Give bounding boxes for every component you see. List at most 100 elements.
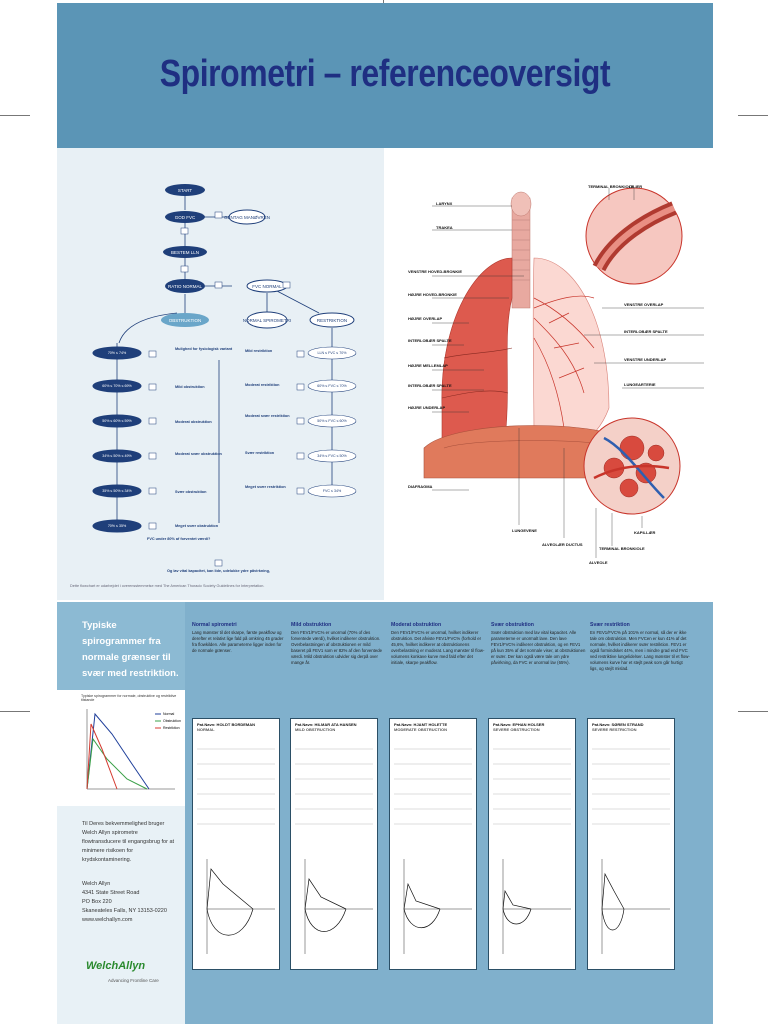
report-type: SEVERE OBSTRUCTION [493, 727, 540, 732]
flow-right-box: 50% ≤ FVC ≤ 60% [317, 419, 347, 423]
flow-start: START [178, 188, 193, 193]
lung-label: VENSTRE HOVED-BRONKIE [408, 269, 462, 274]
lung-label: TERMINAL BRONKIOLE [599, 546, 645, 551]
column-text: Svær obstruktion med lav vital kapacitet… [491, 630, 586, 665]
crop-mark [0, 115, 30, 116]
flow-fvc: GOD FVC [175, 215, 196, 220]
lung-label: INTERLOBÆR SPALTE [408, 338, 452, 343]
flow-normal-spirometri: NORMAL SPIROMETRI [243, 318, 291, 323]
column-text: Den FEV1/FVC% er unormal, hvilket indike… [391, 630, 485, 665]
lung-label: LUNGEARTERIE [624, 382, 656, 387]
report-graphics [295, 748, 373, 954]
flow-bottom-note: FVC under 80% af forventet værdi? [147, 537, 211, 541]
flowchart-footnote: Dette flowchart er udarbejdet i overenss… [70, 584, 265, 588]
column-heading: Svær restriktion [590, 622, 630, 628]
report-type: MILD OBSTRUCTION [295, 727, 336, 732]
lung-label: VENSTRE UNDERLAP [624, 357, 667, 362]
crop-mark [0, 711, 30, 712]
report-graphics [493, 748, 571, 954]
flow-right-box: 60% ≤ FVC ≤ 70% [317, 384, 347, 388]
column-text: Den FEV1/FVC% er unormal (70% of des for… [291, 630, 383, 665]
header-banner: Spirometri – referenceoversigt [57, 3, 713, 148]
welch-allyn-logo: WelchAllyn [86, 960, 146, 972]
report-graphics [394, 748, 472, 954]
report-graphics [197, 748, 275, 954]
flow-left-box: 50% ≤ 60% ≤ 59% [102, 419, 132, 423]
flow-left-label: Moderat obstruktion [175, 420, 212, 424]
spirometry-report: Pat.Navn: SØREN STRAND SEVERE RESTRICTIO… [587, 718, 675, 970]
lung-illustration: LARYNX TRAKEA VENSTRE HOVED-BRONKIE HØJR… [408, 184, 704, 565]
column-moderat: Moderat obstruktion Den FEV1/FVC% er uno… [391, 622, 486, 666]
flow-left-box: 35% ≤ 50% ≤ 34% [102, 489, 132, 493]
report-graphics [592, 748, 670, 954]
lung-label-larynx: LARYNX [436, 201, 453, 206]
logo-tagline: Advancing Frontline Care [108, 978, 159, 983]
report-type: SEVERE RESTRICTION [592, 727, 637, 732]
flow-left-box: 70% ≤ 35% [108, 524, 127, 528]
flow-left-label: Meget svær obstruktion [175, 524, 219, 528]
flow-left-label: Mulighed for fysiologisk variant [175, 347, 233, 351]
spirometry-report: Pat.Navn: HOLDT BORDEMAN NORMAL [192, 718, 280, 970]
flow-right-box: LLN ≤ FVC ≤ 70% [318, 351, 348, 355]
column-mild: Mild obstruktion Den FEV1/FVC% er unorma… [291, 622, 386, 666]
address-block: Welch Allyn 4341 State Street Road PO Bo… [82, 880, 178, 925]
report-patient: Pat.Navn: SØREN STRAND [592, 722, 644, 727]
report-patient: Pat.Navn: HILMAR ATA HANSEN [295, 722, 357, 727]
report-type: MODERATE OBSTRUCTION [394, 727, 448, 732]
lung-label: INTERLOBÆR SPALTE [624, 329, 668, 334]
report-type: NORMAL [197, 727, 215, 732]
flowchart-diagram: START GOD FVC GENTAG MANØVREN BESTEM LLN… [92, 184, 357, 573]
crop-mark [738, 115, 768, 116]
flow-left-box: 70% ≤ 74% [108, 351, 127, 355]
column-heading: Svær obstruktion [491, 622, 534, 628]
flow-ratio: RATIO NORMAL [168, 284, 202, 289]
address-link[interactable]: www.welchallyn.com [82, 917, 133, 923]
spirometry-report: Pat.Navn: HJAMT HOLETTE MODERATE OBSTRUC… [389, 718, 477, 970]
lung-label-trakea: TRAKEA [436, 225, 453, 230]
column-heading: Normal spirometri [192, 622, 237, 628]
flow-obstruktion: OBSTRUKTION [169, 318, 202, 323]
info-box [57, 806, 185, 1024]
column-normal: Normal spirometri Lang mønster til det s… [192, 622, 287, 654]
lung-label: CILIER [629, 184, 642, 189]
flow-left-box: 60% ≤ 70% ≤ 69% [102, 384, 132, 388]
report-patient: Pat.Navn: EPHAN HOLSER [493, 722, 545, 727]
lung-label: HØJRE UNDERLAP [408, 405, 445, 410]
column-svaer-res: Svær restriktion En FEV1/FVC% på 101% er… [590, 622, 690, 672]
lung-label: HØJRE OVERLAP [408, 316, 443, 321]
flow-bestem: BESTEM LLN [171, 250, 199, 255]
lung-label: TERMINAL BRONKIOLE [588, 184, 634, 189]
page-title: Spirometri – referenceoversigt [159, 53, 611, 95]
flow-right-label: Svær restriktion [245, 451, 275, 455]
report-patient: Pat.Navn: HOLDT BORDEMAN [197, 722, 256, 727]
column-text: Lang mønster til det skarpe, første peak… [192, 630, 284, 653]
flow-left-label: Moderat svær obstruktion [175, 452, 223, 456]
intro-text: Til Deres bekvemmelighed bruger Welch Al… [82, 821, 175, 863]
flow-bottom-note2: Og lav vital kapacitet, kan lide, udeluk… [167, 569, 270, 573]
column-text: En FEV1/FVC% på 101% er normal, så der e… [590, 630, 690, 671]
crop-mark [738, 711, 768, 712]
lung-label: VENSTRE OVERLAP [624, 302, 664, 307]
mini-chart-caption: Typiske spirogrammer for normale, obstru… [81, 694, 177, 702]
lung-label: LUNGEVENE [512, 528, 537, 533]
lung-label: HØJRE HOVED-BRONKIE [408, 292, 457, 297]
flow-gentag: GENTAG MANØVREN [224, 215, 270, 220]
spirometry-report: Pat.Navn: HILMAR ATA HANSEN MILD OBSTRUC… [290, 718, 378, 970]
lung-label: ALVEOLE [589, 560, 608, 565]
flow-restriktion: RESTRIKTION [317, 318, 347, 323]
flow-right-box: FVC ≤ 34% [323, 489, 342, 493]
address-line: Skaneateles Falls, NY 13153-0220 [82, 908, 167, 914]
section-heading: Typiske spirogrammer fra normale grænser… [82, 620, 179, 679]
lung-label: INTERLOBÆR SPALTE [408, 383, 452, 388]
spirometry-report: Pat.Navn: EPHAN HOLSER SEVERE OBSTRUCTIO… [488, 718, 576, 970]
flow-left-label: Svær obstruktion [175, 490, 207, 494]
flow-left-label: Mild obstruktion [175, 385, 205, 389]
legend-restriction: Restriktion [163, 726, 180, 730]
address-line: 4341 State Street Road [82, 890, 140, 896]
lung-label: HØJRE MELLEMLAP [408, 363, 448, 368]
lung-label: KAPILLÆR [634, 530, 655, 535]
flow-right-label: Moderat restriktion [245, 383, 280, 387]
legend-obstruction: Obstruktion [163, 719, 181, 723]
flow-right-label: Moderat svær restriktion [245, 414, 290, 418]
column-svaer-obs: Svær obstruktion Svær obstruktion med la… [491, 622, 586, 666]
